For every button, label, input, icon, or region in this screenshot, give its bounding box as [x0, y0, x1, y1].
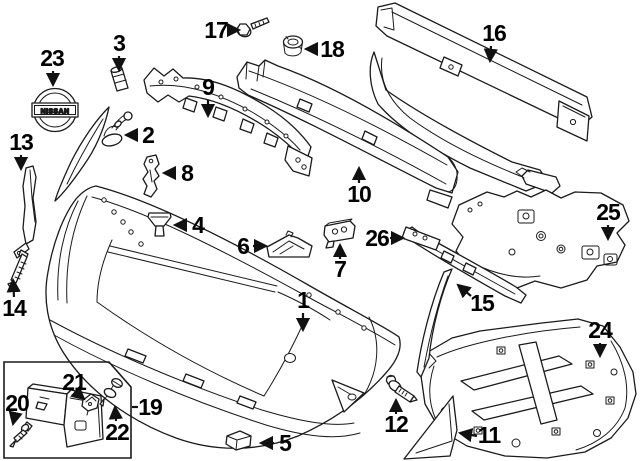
part-license-bracket-assembly — [3, 361, 132, 459]
callout-label[interactable]: 10 — [347, 181, 372, 207]
callout-21[interactable]: 21 — [62, 369, 88, 401]
callout-4[interactable]: 4 — [172, 212, 206, 238]
callout-label[interactable]: 18 — [320, 36, 346, 62]
callout-10[interactable]: 10 — [347, 165, 372, 207]
callout-label[interactable]: 4 — [192, 212, 206, 238]
callout-20[interactable]: 20 — [5, 390, 30, 427]
callout-1[interactable]: 1 — [295, 287, 311, 333]
callout-label[interactable]: 9 — [202, 74, 215, 100]
part-funnel-clip — [147, 212, 172, 237]
callout-arrow — [8, 410, 23, 427]
callout-label[interactable]: 15 — [470, 290, 496, 316]
callout-label[interactable]: 26 — [365, 225, 390, 251]
part-bracket-8 — [142, 154, 160, 198]
callout-11[interactable]: 11 — [457, 422, 503, 448]
callout-label[interactable]: 19 — [138, 394, 163, 420]
part-screw-20 — [9, 421, 33, 448]
callout-3[interactable]: 3 — [111, 30, 127, 73]
callout-label[interactable]: 7 — [334, 256, 347, 282]
part-upper-bracket — [143, 67, 313, 177]
detail-box-outline — [3, 361, 132, 459]
callout-8[interactable]: 8 — [161, 160, 195, 186]
callout-23[interactable]: 23 — [40, 45, 65, 88]
callout-arrow — [6, 277, 21, 298]
callout-arrow — [70, 385, 86, 401]
callout-label[interactable]: 25 — [596, 199, 622, 225]
callout-label[interactable]: 24 — [588, 317, 614, 343]
part-bumper-cover — [45, 185, 401, 449]
callout-arrow — [108, 404, 123, 422]
part-clip-21 — [81, 393, 100, 416]
callout-5[interactable]: 5 — [258, 430, 293, 456]
callout-label[interactable]: 17 — [204, 17, 229, 43]
callout-label[interactable]: 23 — [40, 45, 65, 71]
callout-2[interactable]: 2 — [123, 122, 155, 148]
callout-label[interactable]: 16 — [482, 20, 507, 46]
callout-7[interactable]: 7 — [332, 242, 348, 282]
callout-label[interactable]: 11 — [478, 422, 503, 448]
part-clip-5 — [225, 430, 252, 451]
part-stay-bracket-7 — [323, 218, 356, 249]
callout-12[interactable]: 12 — [384, 397, 409, 437]
callout-label[interactable]: 12 — [384, 411, 409, 437]
callout-label[interactable]: 1 — [297, 287, 311, 313]
part-bolt-12 — [385, 374, 418, 403]
part-pin-22 — [99, 378, 123, 407]
part-side-stay — [13, 165, 37, 259]
callout-label[interactable]: 21 — [62, 369, 88, 395]
callout-label[interactable]: 3 — [113, 30, 126, 56]
callout-6[interactable]: 6 — [237, 233, 269, 259]
callout-14[interactable]: 14 — [2, 277, 28, 321]
part-bolt-17 — [236, 17, 270, 38]
part-wedge-bracket — [266, 230, 313, 258]
callout-label[interactable]: 20 — [5, 390, 30, 416]
callout-22[interactable]: 22 — [105, 404, 130, 445]
callout-16[interactable]: 16 — [482, 20, 507, 64]
part-side-molding — [416, 268, 453, 378]
callout-label[interactable]: 13 — [9, 129, 34, 155]
part-air-deflector — [403, 395, 458, 460]
part-nissan-emblem: NISSAN — [31, 87, 79, 133]
callout-18[interactable]: 18 — [303, 36, 346, 62]
callout-arrow — [483, 45, 498, 64]
callout-label[interactable]: 5 — [279, 430, 293, 456]
callout-label[interactable]: 2 — [142, 122, 155, 148]
callout-24[interactable]: 24 — [588, 317, 614, 359]
part-bumper-horn — [54, 106, 110, 202]
part-grommet-18 — [282, 35, 304, 57]
part-push-pin — [101, 111, 133, 147]
callout-label[interactable]: 22 — [105, 419, 130, 445]
callout-label[interactable]: 8 — [181, 160, 195, 186]
callout-arrow — [456, 283, 472, 299]
callout-15[interactable]: 15 — [456, 283, 496, 316]
part-lower-molding — [401, 226, 527, 304]
callout-label[interactable]: 6 — [237, 233, 250, 259]
callout-13[interactable]: 13 — [9, 129, 34, 172]
callout-19[interactable]: 19 — [132, 394, 163, 420]
callout-17[interactable]: 17 — [204, 17, 242, 43]
callout-25[interactable]: 25 — [596, 199, 622, 242]
callout-26[interactable]: 26 — [365, 225, 406, 251]
callout-label[interactable]: 14 — [2, 295, 28, 321]
part-center-bracket — [451, 189, 630, 289]
callout-9[interactable]: 9 — [200, 74, 216, 119]
part-energy-absorber — [236, 59, 459, 209]
callout-arrow — [457, 428, 478, 443]
part-radiator-support — [369, 2, 593, 194]
emblem-text: NISSAN — [41, 109, 70, 116]
